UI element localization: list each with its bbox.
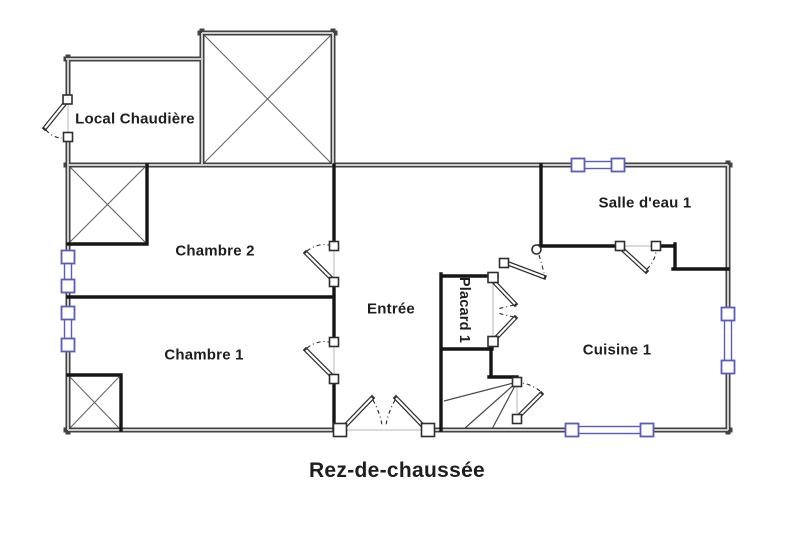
door-chambre-1 [302,336,340,385]
door-salle-deau [614,240,662,275]
door-chambre-2 [302,240,340,288]
staircase [443,381,518,430]
door-staircase [511,376,545,425]
exterior-walls [63,28,733,435]
window-right [720,306,736,375]
room-label-salle-deau-1: Salle d'eau 1 [598,194,692,212]
cross-box-diagonals [69,34,332,429]
room-label-chambre-2: Chambre 2 [175,242,255,260]
interior-walls [66,163,730,432]
door-cuisine [498,244,547,280]
door-boiler-room [41,94,74,143]
opening-guides [67,104,651,431]
window-bottom [564,422,655,438]
door-placard-bifold [487,271,519,348]
door-entrance-double [332,394,436,438]
window-top [570,157,626,173]
room-label-chambre-1: Chambre 1 [164,346,244,364]
room-label-cuisine-1: Cuisine 1 [582,341,652,359]
floor-title: Rez-de-chaussée [308,459,486,482]
room-label-local-chaudiere: Local Chaudière [75,110,195,128]
room-label-entree: Entrée [367,300,415,318]
window-left-upper [60,249,76,294]
room-label-placard-1: Placard 1 [456,276,472,344]
window-left-lower [60,305,76,353]
